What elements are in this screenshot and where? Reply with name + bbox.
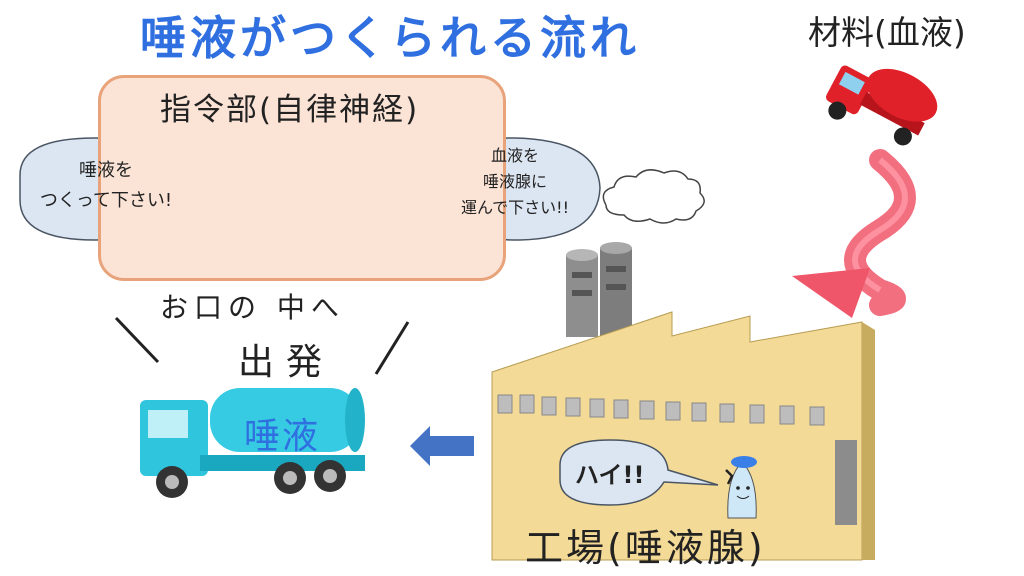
red-truck-icon [825,65,938,146]
smoke-cloud [602,169,705,224]
blood-flow-arrow [792,149,916,318]
command-center-box [98,75,506,281]
right-bubble-line: 唾液腺に [482,172,547,191]
departure-lines [114,316,410,375]
saliva-tanker-truck-icon [140,388,365,498]
factory-windows [497,394,825,426]
diagram-title: 唾液がつくられる流れ [140,11,640,65]
command-center-title: 指令部(自律神経) [160,92,420,128]
factory-reply: ハイ!! [575,461,645,489]
output-arrow [410,426,474,466]
departure-line-2: 出発 [238,342,335,383]
speech-bubble-factory [559,439,719,506]
departure-line-1: お口の 中へ [160,291,345,324]
left-bubble-text: 唾液を つくって下さい! [26,156,186,216]
left-bubble-line: 唾液を [79,160,133,181]
left-bubble-line: つくって下さい! [39,190,173,211]
tanker-label: 唾液 [244,416,321,457]
right-bubble-text: 血液を 唾液腺に 運んで下さい!! [440,143,590,221]
factory-chimneys [566,242,632,338]
factory-label: 工場(唾液腺) [525,526,766,570]
character-factory [725,456,757,519]
right-bubble-line: 運んで下さい!! [460,198,570,217]
right-bubble-line: 血液を [490,146,539,165]
material-label: 材料(血液) [808,13,966,52]
